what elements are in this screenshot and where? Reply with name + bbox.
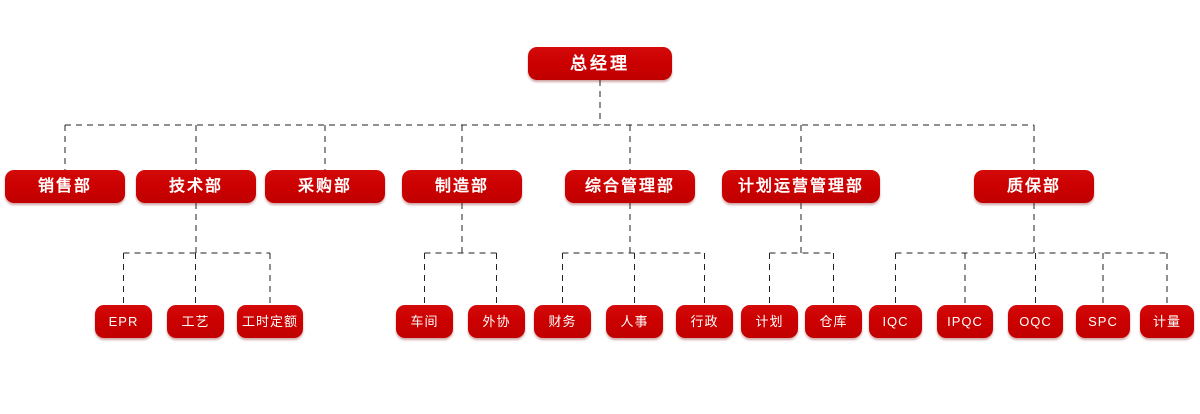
node-quality-label: 质保部 xyxy=(1006,177,1061,195)
node-outsrc[interactable]: 外协 xyxy=(468,305,525,338)
node-epr-label: EPR xyxy=(108,314,139,329)
node-iqc[interactable]: IQC xyxy=(869,305,922,338)
node-ipqc-label: IPQC xyxy=(947,314,983,329)
node-purchase-label: 采购部 xyxy=(297,177,352,195)
node-tech-label: 技术部 xyxy=(168,177,223,195)
node-oqc-label: OQC xyxy=(1019,314,1052,329)
node-craft-label: 工艺 xyxy=(181,314,210,329)
node-sales-label: 销售部 xyxy=(37,177,92,195)
node-outsrc-label: 外协 xyxy=(482,314,511,329)
node-meas-label: 计量 xyxy=(1152,314,1181,329)
node-sales[interactable]: 销售部 xyxy=(5,170,125,203)
node-manufact[interactable]: 制造部 xyxy=(402,170,522,203)
node-admin2[interactable]: 行政 xyxy=(676,305,733,338)
node-hr-label: 人事 xyxy=(620,314,649,329)
node-meas[interactable]: 计量 xyxy=(1140,305,1194,338)
node-root[interactable]: 总经理 xyxy=(528,47,672,80)
node-spc-label: SPC xyxy=(1088,314,1118,329)
node-warehouse-label: 仓库 xyxy=(819,314,848,329)
node-tech[interactable]: 技术部 xyxy=(136,170,256,203)
node-craft[interactable]: 工艺 xyxy=(167,305,224,338)
node-iqc-label: IQC xyxy=(882,314,909,329)
node-admin[interactable]: 综合管理部 xyxy=(565,170,695,203)
node-planning[interactable]: 计划运营管理部 xyxy=(722,170,880,203)
node-finance-label: 财务 xyxy=(548,314,577,329)
node-quota[interactable]: 工时定额 xyxy=(237,305,303,338)
node-quota-label: 工时定额 xyxy=(241,314,298,329)
node-spc[interactable]: SPC xyxy=(1076,305,1130,338)
node-plan[interactable]: 计划 xyxy=(741,305,798,338)
node-purchase[interactable]: 采购部 xyxy=(265,170,385,203)
node-workshop-label: 车间 xyxy=(410,314,439,329)
node-oqc[interactable]: OQC xyxy=(1008,305,1063,338)
node-manufact-label: 制造部 xyxy=(434,177,489,195)
node-warehouse[interactable]: 仓库 xyxy=(805,305,862,338)
node-root-label: 总经理 xyxy=(570,54,630,73)
node-hr[interactable]: 人事 xyxy=(606,305,663,338)
node-finance[interactable]: 财务 xyxy=(534,305,591,338)
node-workshop[interactable]: 车间 xyxy=(396,305,453,338)
node-admin-label: 综合管理部 xyxy=(584,177,675,195)
node-quality[interactable]: 质保部 xyxy=(974,170,1094,203)
node-admin2-label: 行政 xyxy=(690,314,719,329)
node-plan-label: 计划 xyxy=(755,314,784,329)
node-epr[interactable]: EPR xyxy=(95,305,152,338)
node-ipqc[interactable]: IPQC xyxy=(937,305,993,338)
node-planning-label: 计划运营管理部 xyxy=(737,177,864,195)
